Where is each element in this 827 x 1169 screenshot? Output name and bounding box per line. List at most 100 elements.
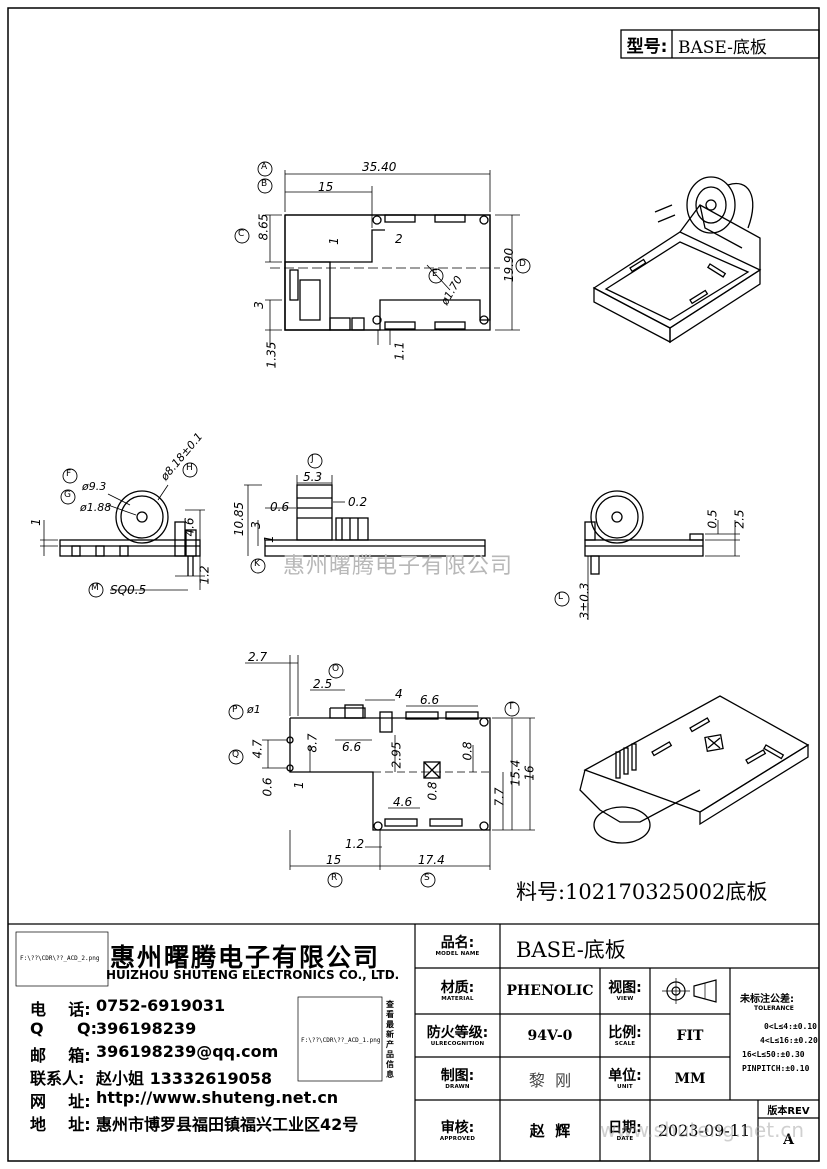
circle-label-b: B — [261, 179, 268, 189]
revision-value: A — [783, 1131, 794, 1148]
circle-label-d: D — [519, 259, 526, 269]
dim-b-h6: 0.8 — [460, 741, 475, 761]
scale-label-cn: 比例: — [608, 1024, 642, 1041]
unit-label-en: UNIT — [617, 1083, 633, 1090]
dim-total: 19.90 — [502, 247, 517, 283]
dim-left-h2: 4.6 — [182, 517, 197, 537]
tolerance-row-4: PINPITCH:±0.10 — [742, 1064, 810, 1073]
dim-b-h10: 15.4 — [508, 759, 523, 787]
dim-b-h5: 2.95 — [389, 741, 404, 769]
drawn-label-cn: 制图: — [440, 1067, 475, 1084]
drawn-value: 黎 刚 — [528, 1070, 572, 1090]
circle-label-s: S — [424, 873, 430, 883]
recognition-label: 防火等级: ULRECOGNITION — [415, 1016, 500, 1057]
dim-h4: 3 — [251, 301, 266, 309]
circle-label-l: L — [558, 592, 564, 602]
contact-value-email[interactable]: 396198239@qq.com — [96, 1042, 279, 1061]
unit-label: 单位: UNIT — [600, 1059, 650, 1100]
circle-label-e: E — [432, 269, 438, 279]
tolerance-title: 未标注公差: — [740, 994, 794, 1005]
dim-b-h7: 0.8 — [425, 781, 440, 801]
dim-b-h2: 0.6 — [260, 777, 275, 797]
model-name-value: BASE-底板 — [516, 938, 626, 962]
approved-label-cn: 审核: — [440, 1119, 475, 1136]
scale-label-en: SCALE — [614, 1040, 636, 1047]
model-name-label-en: MODEL NAME — [435, 951, 480, 958]
contact-value-qq: 396198239 — [96, 1019, 197, 1038]
contact-label-address: 地 址: — [30, 1115, 91, 1134]
material-label-en: MATERIAL — [441, 996, 474, 1003]
header-model-label: 型号: — [626, 36, 668, 57]
dim-b-h9: 7.7 — [492, 787, 507, 807]
contact-value-person: 赵小姐 13332619058 — [96, 1069, 273, 1088]
dim-b-h8: 4.6 — [393, 795, 413, 809]
dim-mid-h3: 1 — [261, 535, 276, 543]
side-view-right-dims — [587, 520, 740, 620]
logo-image-path: F:\??\CDR\??_ACD_2.png — [20, 955, 100, 962]
circle-label-t: T — [508, 702, 514, 712]
side-view-mid — [264, 484, 486, 557]
drawn-label: 制图: DRAWN — [415, 1059, 500, 1100]
revision-label: 版本REV — [767, 1105, 810, 1117]
material-label: 材质: MATERIAL — [415, 970, 500, 1014]
circle-label-a: A — [261, 162, 268, 172]
dim-b-w1: 2.7 — [248, 650, 268, 664]
contact-label-email: 邮 箱: — [30, 1046, 91, 1065]
dim-left-h1: 1 — [28, 518, 43, 526]
bottom-view — [286, 704, 491, 831]
header-model-value: BASE-底板 — [678, 38, 767, 58]
top-view — [270, 214, 500, 331]
dim-b-h3: 1 — [291, 781, 306, 789]
dim-h2: 2 — [395, 232, 403, 246]
circle-label-j: J — [311, 454, 314, 464]
part-number: 料号:102170325002底板 — [516, 880, 768, 904]
dim-right-h3: 3±0.3 — [577, 582, 592, 620]
dim-b-w3: 4 — [395, 687, 403, 701]
approved-label: 审核: APPROVED — [415, 1102, 500, 1161]
bottom-view-dims — [245, 655, 535, 870]
isometric-top — [592, 176, 762, 344]
circle-label-p: P — [232, 705, 238, 715]
company-name-cn: 惠州曙腾电子有限公司 — [110, 943, 381, 972]
tolerance-title-en: TOLERANCE — [754, 1005, 794, 1012]
dim-b-w4: 6.6 — [420, 693, 440, 707]
dim-b-w7: 17.4 — [418, 853, 445, 867]
side-view-right — [584, 490, 704, 575]
dim-d1: ø9.3 — [82, 480, 107, 493]
recognition-label-cn: 防火等级: — [426, 1024, 489, 1041]
material-value: PHENOLIC — [506, 983, 594, 999]
dim-right-h1: 0.5 — [705, 509, 720, 529]
top-view-dimensions — [265, 170, 520, 345]
material-label-cn: 材质: — [440, 980, 475, 997]
contact-label-person: 联系人: — [30, 1069, 85, 1088]
dim-h3: 1 — [326, 237, 341, 245]
top-view-circle-labels — [234, 161, 531, 284]
dim-sq: SQ0.5 — [110, 583, 147, 597]
circle-label-c: C — [238, 229, 245, 239]
view-label-en: VIEW — [616, 996, 634, 1003]
recognition-value: 94V-0 — [527, 1027, 573, 1044]
dim-h6: 1.1 — [392, 341, 407, 361]
bottom-view-circle-labels — [228, 663, 520, 888]
recognition-label-en: ULRECOGNITION — [430, 1040, 485, 1047]
company-name-en: HUIZHOU SHUTENG ELECTRONICS CO., LTD. — [106, 968, 400, 982]
contact-value-website[interactable]: http://www.shuteng.net.cn — [96, 1088, 339, 1107]
footer-watermark: www.shuteng.net.cn — [600, 1118, 805, 1142]
dim-mid-h2: 3 — [248, 521, 263, 529]
circle-label-q: Q — [232, 750, 240, 760]
dim-d2: ø1.88 — [80, 501, 112, 514]
side-view-left-circle-labels — [60, 462, 198, 598]
scale-value: FIT — [676, 1027, 704, 1044]
circle-label-g: G — [64, 490, 71, 500]
contact-value-address: 惠州市博罗县福田镇福兴工业区42号 — [96, 1115, 359, 1134]
sheet-border — [7, 7, 820, 1162]
side-view-right-circle-labels — [554, 591, 570, 607]
tolerance-row-1: 0<L≤4:±0.10 — [764, 1022, 817, 1031]
model-name-label: 品名: MODEL NAME — [415, 926, 500, 968]
dim-b-w6: 15 — [326, 853, 342, 867]
circle-label-r: R — [331, 873, 338, 883]
date-label: 日期: DATE — [600, 1102, 650, 1161]
side-view-mid-dims — [244, 475, 345, 556]
circle-label-f: F — [66, 469, 72, 479]
circle-label-k: K — [254, 559, 260, 569]
